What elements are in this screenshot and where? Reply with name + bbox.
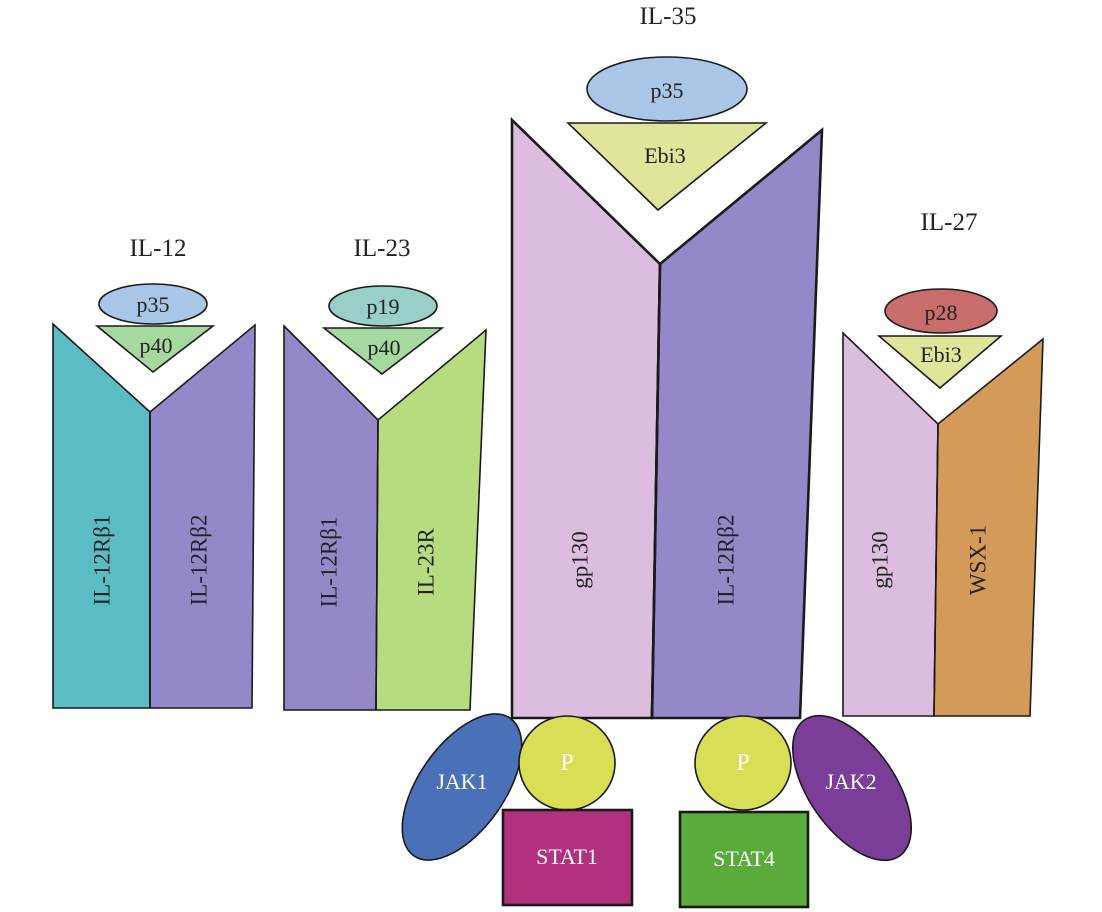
il23-p40-subunit [321, 327, 445, 376]
il35-receptor-right [650, 127, 824, 720]
il23-p19-subunit [328, 285, 438, 327]
il27-title: IL-27 [921, 209, 978, 236]
il12-p35-label: p35 [137, 292, 170, 317]
il12-p40-subunit [94, 325, 216, 374]
phospho-left-label: P [560, 750, 573, 776]
il23-title: IL-23 [354, 235, 411, 262]
il35-receptor-left [510, 116, 662, 720]
il12-p40-label: p40 [140, 333, 173, 358]
stat1-box [501, 808, 634, 907]
jak2-kinase [791, 714, 913, 862]
il35-group: IL-35 gp130 IL-12Rβ2 Ebi3 p35 [510, 3, 824, 720]
il12-p35-subunit [98, 283, 208, 325]
il23-receptor-divider [375, 419, 379, 711]
il27-receptor-right-label: WSX-1 [965, 525, 990, 595]
il12-title: IL-12 [130, 235, 187, 262]
il23-p19-label: p19 [367, 294, 400, 319]
il12-receptor-left-label: IL-12Rβ1 [89, 515, 114, 606]
il23-receptor-left-label: IL-12Rβ1 [316, 517, 341, 608]
il35-receptor-right-label: IL-12Rβ2 [713, 515, 738, 606]
il35-ebi3-label: Ebi3 [644, 143, 686, 168]
il35-ebi3-subunit [566, 122, 769, 212]
il35-p35-label: p35 [651, 78, 684, 103]
il23-receptor-right-label: IL-23R [413, 527, 438, 595]
stat1-label: STAT1 [536, 844, 598, 869]
il27-group: IL-27 gp130 WSX-1 Ebi3 p28 [842, 209, 1044, 717]
il27-ebi3-label: Ebi3 [920, 342, 962, 367]
il27-p28-label: p28 [925, 300, 958, 325]
il12-group: IL-12 IL-12Rβ1 IL-12Rβ2 p40 p35 [52, 235, 256, 709]
signaling-group: JAK1 JAK2 P P STAT1 STAT4 [401, 713, 913, 909]
il35-receptor-left-label: gp130 [567, 531, 592, 589]
jak2-label: JAK2 [825, 769, 876, 794]
jak1-kinase [401, 713, 523, 861]
il12-receptor-right-label: IL-12Rβ2 [186, 515, 211, 606]
il27-receptor-left-label: gp130 [867, 531, 892, 589]
jak1-label: JAK1 [436, 769, 487, 794]
il27-receptor-left [842, 331, 939, 717]
stat4-box [678, 810, 810, 909]
il23-group: IL-23 IL-12Rβ1 IL-23R p40 p19 [283, 235, 487, 711]
il23-p40-label: p40 [368, 335, 401, 360]
il27-receptor-divider [933, 423, 939, 717]
phospho-right-circle [694, 715, 792, 811]
il35-p35-subunit [586, 56, 748, 122]
il27-ebi3-subunit [876, 335, 1004, 390]
il35-title: IL-35 [640, 3, 697, 30]
il23-receptor-right [375, 328, 487, 711]
il35-receptor-divider [650, 263, 662, 719]
stat4-label: STAT4 [713, 846, 775, 871]
il27-p28-subunit [884, 288, 998, 334]
phospho-right-label: P [736, 750, 749, 776]
